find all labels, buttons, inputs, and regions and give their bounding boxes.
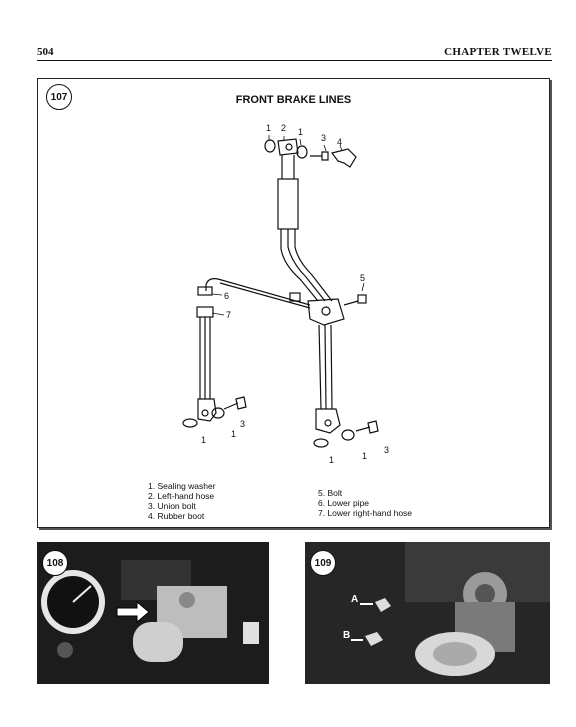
- rubber-boot: [330, 148, 357, 168]
- arrow-icon: [116, 600, 150, 624]
- callout-3a: 3: [321, 133, 326, 143]
- legend-item: 3. Union bolt: [148, 501, 196, 511]
- page-header: 504 CHAPTER TWELVE: [37, 46, 552, 61]
- sealing-washer-right-2: [341, 429, 355, 441]
- callout-5: 5: [360, 273, 365, 283]
- lower-pipe: [205, 278, 311, 306]
- callout-1d: 1: [231, 429, 236, 439]
- master-cylinder-photo: [37, 542, 269, 684]
- sealing-washer-left-2: [211, 407, 225, 419]
- sealing-washer-right-1: [313, 438, 329, 448]
- label-a: A: [351, 594, 359, 605]
- left-hand-hose: [280, 229, 333, 302]
- bolt-5: [357, 294, 367, 304]
- legend-item: 4. Rubber boot: [148, 511, 205, 521]
- callout-2: 2: [281, 123, 286, 133]
- sealing-washer-top-right: [296, 145, 308, 159]
- figure-number-109: 109: [310, 550, 336, 576]
- callout-3b: 3: [240, 419, 245, 429]
- label-b: B: [343, 630, 351, 641]
- sealing-washer-left-1: [182, 418, 198, 428]
- callout-1a: 1: [266, 123, 271, 133]
- left-hand-hose-sleeve: [277, 178, 299, 230]
- union-bolt-right: [355, 420, 379, 434]
- union-bolt-top: [310, 151, 329, 161]
- junction-photo: [305, 542, 550, 684]
- brake-lines-diagram: 1 2 1 3 4 5 6 7 1 1 3 1 1 3: [182, 123, 389, 465]
- sealing-washer-top-left: [264, 139, 276, 153]
- callout-1c: 1: [201, 435, 206, 445]
- figure-number-108: 108: [42, 550, 68, 576]
- legend-item: 2. Left-hand hose: [148, 491, 215, 501]
- legend-item: 1. Sealing washer: [148, 481, 216, 491]
- union-bolt-left: [223, 396, 247, 410]
- callout-6: 6: [224, 291, 229, 301]
- page-number: 504: [37, 46, 54, 58]
- chapter-title: CHAPTER TWELVE: [444, 46, 552, 58]
- junction-fitting: [307, 298, 345, 326]
- callout-1b: 1: [298, 127, 303, 137]
- lower-right-hand-hose: [199, 317, 211, 399]
- legend-item: 7. Lower right-hand hose: [318, 508, 413, 518]
- callout-1e: 1: [329, 455, 334, 465]
- figure-title: FRONT BRAKE LINES: [235, 94, 352, 106]
- callout-3c: 3: [384, 445, 389, 455]
- legend-item: 6. Lower pipe: [318, 498, 370, 508]
- banjo-fitting-top: [277, 138, 299, 156]
- lower-hose-right: [318, 324, 333, 410]
- figure-number-107: 107: [46, 84, 72, 110]
- callout-4: 4: [337, 137, 342, 147]
- callout-7: 7: [226, 310, 231, 320]
- photo-108: 108: [37, 542, 269, 684]
- legend-left: 1. Sealing washer 2. Left-hand hose 3. U…: [148, 481, 216, 521]
- photo-109: 109 A B: [305, 542, 550, 684]
- figure-107: 107 FRONT BRAKE LINES: [37, 78, 550, 528]
- callout-1f: 1: [362, 451, 367, 461]
- hose-7-fitting: [196, 306, 214, 318]
- legend-right: 5. Bolt 6. Lower pipe 7. Lower right-han…: [318, 488, 412, 518]
- legend-item: 5. Bolt: [318, 488, 343, 498]
